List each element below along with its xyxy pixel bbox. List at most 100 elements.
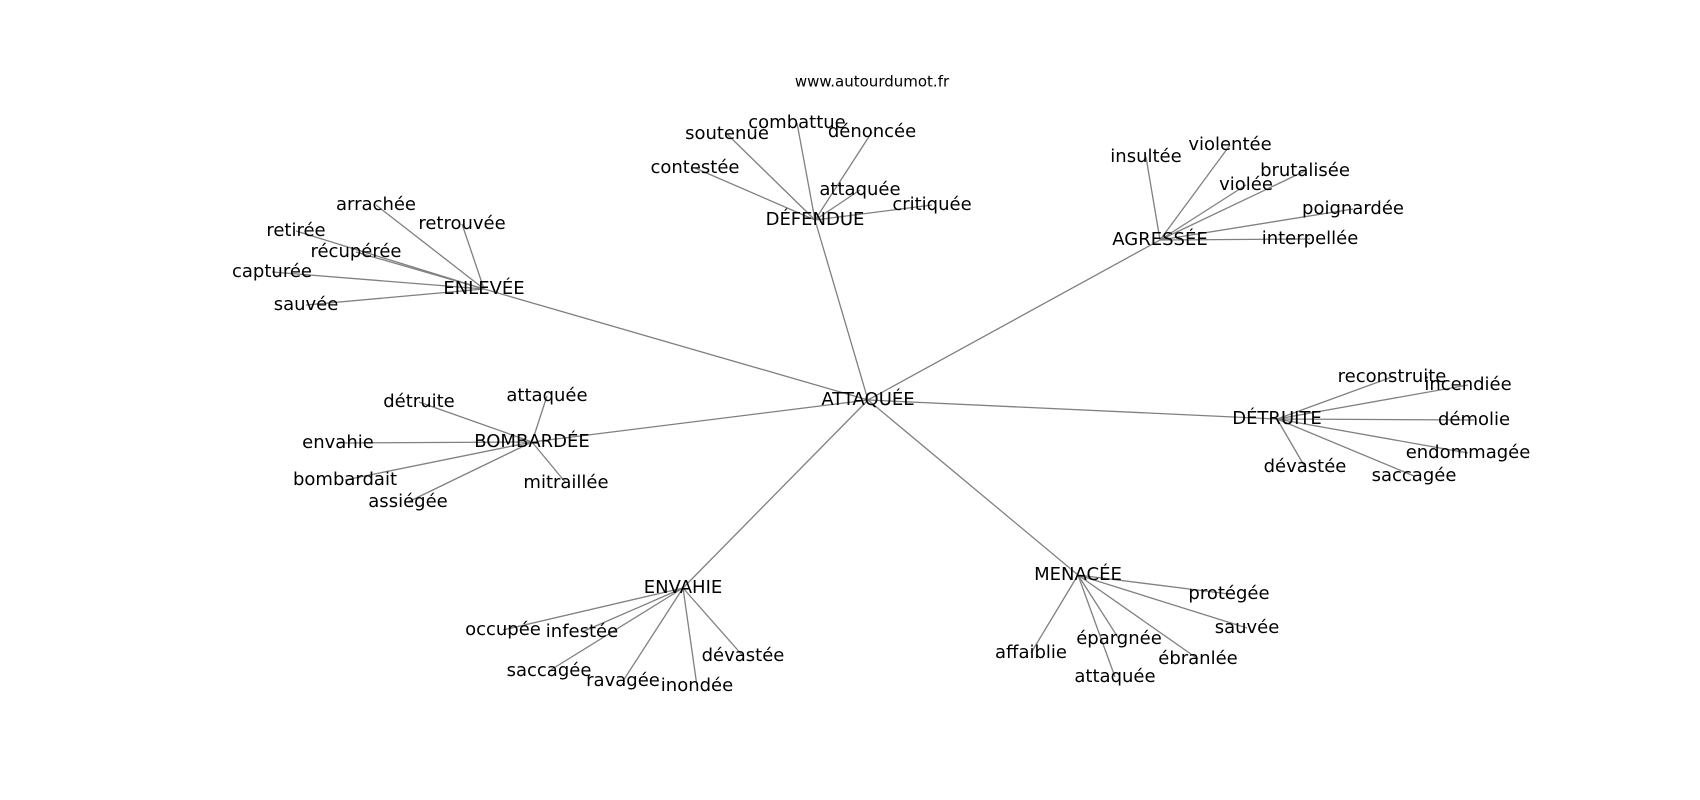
leaf-node-enlevee-5: sauvée bbox=[274, 294, 339, 315]
leaf-node-menacee-1: sauvée bbox=[1215, 617, 1280, 638]
leaf-node-enlevee-4: capturée bbox=[232, 261, 312, 282]
leaf-node-envahie-2: saccagée bbox=[507, 660, 592, 681]
leaf-node-menacee-0: protégée bbox=[1188, 583, 1269, 604]
edge-envahie-leaf-2 bbox=[548, 587, 684, 672]
edge-enlevee-leaf-4 bbox=[271, 271, 485, 290]
edge-center-detruite bbox=[867, 399, 1278, 420]
edge-bombardee-leaf-3 bbox=[344, 441, 533, 481]
leaf-node-envahie-0: occupée bbox=[465, 619, 541, 640]
edge-defendue-leaf-4 bbox=[814, 189, 861, 221]
hub-node-menacee: MENACÉE bbox=[1034, 563, 1122, 585]
edge-menacee-leaf-5 bbox=[1077, 574, 1116, 678]
edge-menacee-leaf-4 bbox=[1077, 574, 1199, 660]
leaf-node-detruite-4: dévastée bbox=[1264, 456, 1347, 477]
edge-menacee-leaf-0 bbox=[1077, 574, 1230, 595]
edge-defendue-leaf-0 bbox=[726, 133, 816, 221]
edge-center-defendue bbox=[814, 219, 869, 401]
edge-menacee-leaf-3 bbox=[1030, 574, 1079, 654]
edge-center-bombardee bbox=[531, 399, 869, 443]
edge-menacee-leaf-1 bbox=[1077, 574, 1248, 629]
leaf-node-menacee-5: attaquée bbox=[1074, 666, 1155, 687]
watermark: www.autourdumot.fr bbox=[795, 73, 950, 91]
edge-defendue-leaf-1 bbox=[796, 122, 816, 221]
edge-envahie-leaf-0 bbox=[502, 587, 684, 631]
leaf-node-bombardee-1: attaquée bbox=[506, 385, 587, 406]
edge-envahie-leaf-4 bbox=[682, 587, 698, 687]
leaf-node-agressee-2: violée bbox=[1219, 174, 1273, 195]
leaf-node-detruite-0: reconstruite bbox=[1338, 366, 1447, 387]
leaf-node-detruite-3: endommagée bbox=[1406, 442, 1531, 463]
hub-node-detruite: DÉTRUITE bbox=[1232, 407, 1322, 429]
edge-defendue-leaf-2 bbox=[814, 131, 873, 221]
edge-enlevee-leaf-3 bbox=[355, 251, 485, 290]
edge-detruite-leaf-2 bbox=[1276, 418, 1475, 421]
hub-node-defendue: DÉFENDUE bbox=[766, 208, 865, 230]
leaf-node-bombardee-3: bombardait bbox=[293, 469, 397, 490]
edge-enlevee-leaf-2 bbox=[461, 223, 485, 290]
edge-detruite-leaf-5 bbox=[1276, 418, 1415, 477]
edge-center-enlevee bbox=[483, 288, 869, 401]
edge-envahie-leaf-3 bbox=[622, 587, 684, 682]
hub-node-bombardee: BOMBARDÉE bbox=[474, 430, 590, 452]
edge-center-menacee bbox=[867, 399, 1079, 576]
leaf-node-agressee-0: insultée bbox=[1110, 146, 1181, 167]
edge-enlevee-leaf-5 bbox=[305, 288, 485, 306]
leaf-node-defendue-5: critiquée bbox=[892, 194, 971, 215]
leaf-node-defendue-1: combattue bbox=[748, 112, 846, 133]
leaf-node-menacee-3: affaiblie bbox=[995, 642, 1067, 663]
leaf-node-menacee-4: ébranlée bbox=[1158, 648, 1238, 669]
leaf-node-bombardee-5: mitraillée bbox=[523, 472, 608, 493]
edge-agressee-leaf-2 bbox=[1159, 184, 1247, 241]
leaf-node-agressee-4: poignardée bbox=[1302, 198, 1404, 219]
hub-node-envahie: ENVAHIE bbox=[644, 577, 723, 598]
edge-agressee-leaf-3 bbox=[1159, 170, 1306, 241]
edge-center-agressee bbox=[867, 239, 1161, 401]
edge-agressee-leaf-1 bbox=[1159, 144, 1231, 241]
center-node-label: ATTAQUÉE bbox=[821, 388, 914, 410]
leaf-node-envahie-4: inondée bbox=[661, 675, 733, 696]
edge-detruite-leaf-3 bbox=[1276, 418, 1469, 454]
edge-bombardee-leaf-1 bbox=[531, 395, 548, 443]
edge-detruite-leaf-1 bbox=[1276, 384, 1469, 420]
leaf-node-envahie-3: ravagée bbox=[586, 670, 660, 691]
edge-bombardee-leaf-2 bbox=[337, 441, 533, 444]
leaf-node-bombardee-4: assiégée bbox=[368, 491, 447, 512]
leaf-node-defendue-2: dénoncée bbox=[828, 121, 916, 142]
leaf-node-defendue-0: soutenue bbox=[685, 123, 769, 144]
leaf-node-agressee-5: interpellée bbox=[1262, 228, 1359, 249]
edge-agressee-leaf-4 bbox=[1159, 208, 1354, 241]
edge-menacee-leaf-2 bbox=[1077, 574, 1120, 640]
edge-agressee-leaf-0 bbox=[1145, 156, 1161, 241]
edges-layer bbox=[271, 122, 1475, 687]
edge-defendue-leaf-3 bbox=[694, 167, 816, 221]
edge-enlevee-leaf-0 bbox=[375, 204, 485, 290]
leaf-node-detruite-5: saccagée bbox=[1372, 465, 1457, 486]
edge-envahie-leaf-5 bbox=[682, 587, 744, 657]
leaf-node-enlevee-3: récupérée bbox=[310, 241, 401, 262]
leaf-node-defendue-4: attaquée bbox=[819, 179, 900, 200]
leaf-node-defendue-3: contestée bbox=[650, 157, 739, 178]
leaf-node-enlevee-2: retrouvée bbox=[418, 213, 505, 234]
edge-bombardee-leaf-4 bbox=[407, 441, 533, 503]
leaf-node-detruite-1: incendiée bbox=[1424, 374, 1511, 395]
leaf-node-bombardee-2: envahie bbox=[302, 432, 374, 453]
edge-bombardee-leaf-0 bbox=[418, 401, 533, 443]
leaf-node-detruite-2: démolie bbox=[1438, 409, 1510, 430]
edge-defendue-leaf-5 bbox=[814, 204, 933, 221]
leaf-node-agressee-1: violentée bbox=[1188, 134, 1271, 155]
leaf-node-envahie-1: infestée bbox=[546, 621, 618, 642]
leaf-node-enlevee-0: arrachée bbox=[336, 194, 416, 215]
edge-center-envahie bbox=[682, 399, 869, 589]
leaf-node-enlevee-1: retirée bbox=[266, 220, 325, 241]
labels-layer: ATTAQUÉE DÉFENDUE soutenuecombattuedénoncé… bbox=[232, 112, 1530, 696]
edge-agressee-leaf-5 bbox=[1159, 238, 1311, 241]
hub-node-enlevee: ENLEVÉE bbox=[443, 277, 524, 299]
hub-node-agressee: AGRESSÉE bbox=[1112, 228, 1207, 250]
leaf-node-envahie-5: dévastée bbox=[702, 645, 785, 666]
edge-detruite-leaf-4 bbox=[1276, 418, 1306, 468]
leaf-node-menacee-2: épargnée bbox=[1076, 628, 1162, 649]
edge-detruite-leaf-0 bbox=[1276, 376, 1393, 420]
leaf-node-bombardee-0: détruite bbox=[383, 391, 455, 412]
leaf-node-agressee-3: brutalisée bbox=[1260, 160, 1350, 181]
